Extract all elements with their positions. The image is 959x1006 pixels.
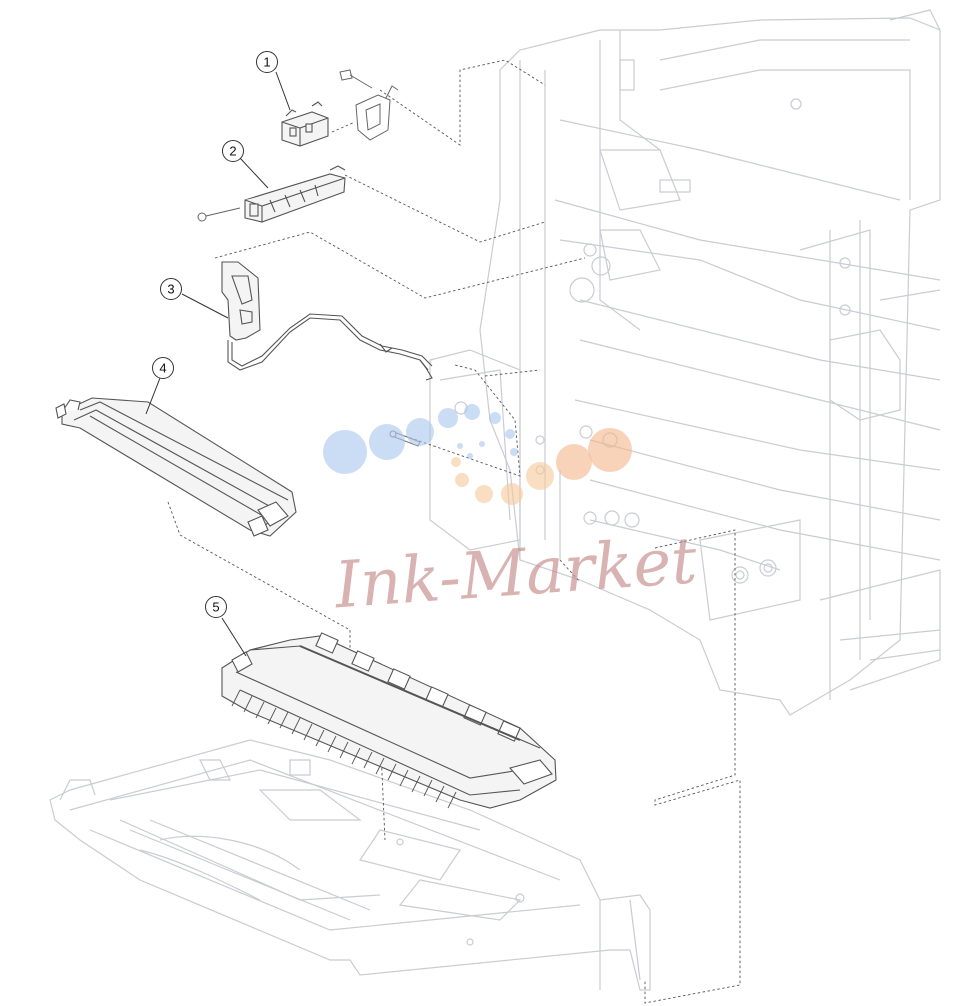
callout-4: 4 bbox=[145, 357, 174, 415]
watermark-dot bbox=[505, 429, 515, 439]
callout-1: 1 bbox=[256, 51, 291, 111]
part-5-duplex-guide bbox=[221, 632, 557, 809]
part-1-bracket bbox=[339, 69, 399, 141]
part-3-sensor-cable bbox=[221, 261, 433, 381]
part-1-switch bbox=[281, 101, 329, 147]
part-4-roller-assembly bbox=[55, 397, 297, 537]
watermark-logo: Ink-Market bbox=[323, 404, 700, 623]
watermark-dot bbox=[406, 418, 434, 446]
callout-5-leader bbox=[221, 617, 247, 657]
printer-frame-background bbox=[429, 9, 941, 716]
callout-2: 2 bbox=[222, 140, 269, 189]
callout-2-circle bbox=[222, 140, 244, 162]
watermark-dot bbox=[455, 473, 469, 487]
watermark-dot bbox=[526, 462, 554, 490]
watermark-dot bbox=[489, 412, 501, 424]
callout-3-label: 3 bbox=[167, 282, 174, 297]
callout-3: 3 bbox=[160, 278, 229, 319]
watermark-dot bbox=[369, 424, 405, 460]
watermark-dot bbox=[457, 443, 463, 449]
watermark-dot bbox=[464, 404, 480, 420]
watermark-text: Ink-Market bbox=[332, 524, 700, 623]
watermark-dot bbox=[438, 408, 458, 428]
callout-1-label: 1 bbox=[263, 55, 270, 70]
callout-4-label: 4 bbox=[159, 361, 166, 376]
watermark-dot bbox=[479, 441, 485, 447]
watermark-dot bbox=[467, 453, 473, 459]
watermark-dot bbox=[451, 457, 461, 467]
watermark-dot bbox=[588, 428, 632, 472]
callout-5-label: 5 bbox=[212, 600, 219, 615]
callout-1-leader bbox=[275, 71, 291, 111]
callout-4-leader bbox=[145, 377, 161, 415]
part-2-sensor-bracket bbox=[244, 165, 346, 223]
callout-3-circle bbox=[160, 278, 182, 300]
watermark-dot bbox=[323, 430, 367, 474]
leader-lines bbox=[167, 59, 741, 1004]
watermark-dot bbox=[475, 485, 493, 503]
duplex-tray-background bbox=[49, 739, 651, 991]
callout-5: 5 bbox=[205, 596, 247, 657]
watermark-dot bbox=[556, 444, 592, 480]
part-2-screw bbox=[197, 207, 241, 222]
callout-5-circle bbox=[205, 596, 227, 618]
callout-3-leader bbox=[181, 293, 229, 319]
watermark-dot bbox=[510, 448, 518, 456]
callout-4-circle bbox=[152, 357, 174, 379]
callout-2-label: 2 bbox=[229, 144, 236, 159]
callouts: 1 2 3 4 5 bbox=[145, 51, 291, 657]
callout-2-leader bbox=[239, 157, 269, 189]
watermark-dot bbox=[501, 483, 523, 505]
callout-1-circle bbox=[256, 51, 278, 73]
